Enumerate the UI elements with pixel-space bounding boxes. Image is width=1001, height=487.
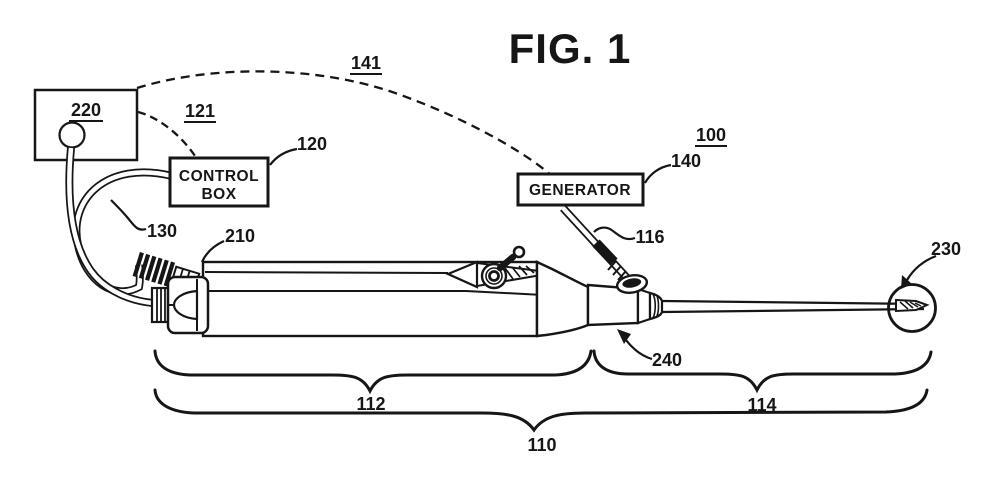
ref-label-210: 210 (225, 226, 255, 246)
ref-label-230: 230 (931, 239, 961, 259)
taper (535, 260, 590, 338)
leader-120 (269, 147, 298, 166)
box-220-port (58, 121, 86, 149)
ref-label-114: 114 (747, 395, 776, 415)
ref-label-220: 220 (71, 100, 101, 120)
shaft-tip (895, 298, 930, 313)
generator-box: GENERATOR (516, 172, 645, 207)
figure-title: FIG. 1 (509, 25, 632, 72)
leader-140 (644, 163, 672, 184)
control-box-label-line2: BOX (201, 186, 236, 203)
leader-210 (200, 239, 225, 263)
distal-section (535, 260, 664, 338)
leader-116 (593, 226, 636, 241)
handpiece-body (201, 245, 548, 338)
leader-130 (110, 199, 147, 231)
box-220: 220 (33, 88, 139, 162)
control-box: CONTROL BOX (168, 156, 270, 208)
clamp-lever (480, 245, 526, 290)
brace-112 (153, 349, 593, 395)
slider-wedge (445, 260, 479, 289)
control-box-label-line1: CONTROL (179, 168, 259, 185)
tubing-from-220 (65, 147, 154, 307)
tip-detail-circle (887, 283, 937, 333)
brace-114 (592, 349, 933, 394)
cable-boot (592, 239, 618, 266)
leader-230 (906, 254, 937, 281)
ref-label-116: 116 (635, 227, 664, 247)
cable-collar (615, 274, 649, 294)
ref-label-120: 120 (297, 134, 327, 154)
reference-labels: 100 141 121 120 130 210 140 116 230 240 … (147, 53, 961, 455)
cable-116 (560, 205, 632, 283)
ref-label-100: 100 (696, 125, 726, 145)
leader-240 (625, 339, 653, 361)
ref-label-110: 110 (527, 435, 556, 455)
dashed-line-121 (137, 110, 196, 157)
generator-label: GENERATOR (529, 182, 631, 199)
brace-110 (153, 388, 929, 433)
dashed-line-141 (136, 70, 552, 176)
ref-label-140: 140 (671, 151, 701, 171)
ref-label-141: 141 (351, 53, 381, 73)
leader-lines (110, 147, 937, 361)
ref-label-240: 240 (652, 350, 682, 370)
ref-label-112: 112 (356, 394, 385, 414)
arrowhead-240 (617, 329, 631, 344)
end-cap (150, 275, 210, 335)
shaft (661, 298, 930, 314)
arrowhead-230 (901, 275, 912, 289)
ref-label-130: 130 (147, 221, 177, 241)
ref-label-121: 121 (185, 101, 215, 121)
